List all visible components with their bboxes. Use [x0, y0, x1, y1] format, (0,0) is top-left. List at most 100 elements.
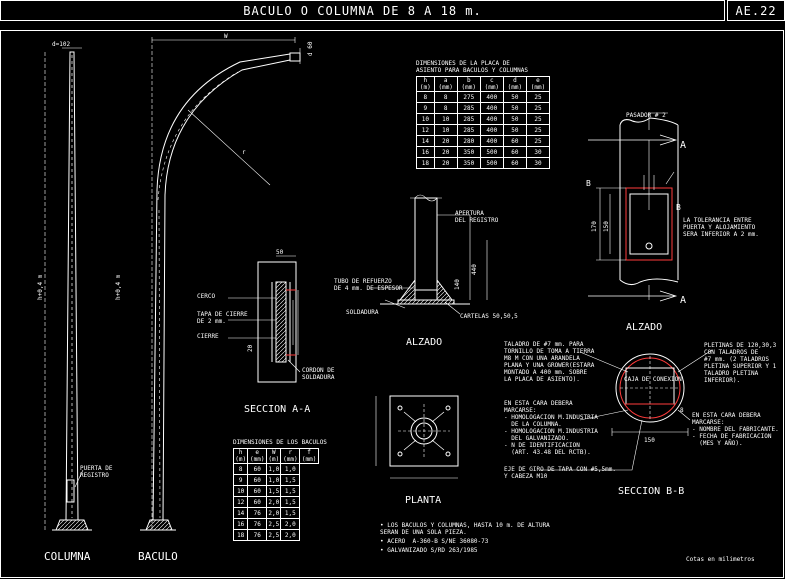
table-cell: 76	[247, 518, 268, 530]
table-cell: 14	[416, 135, 435, 147]
note-1: • LOS BACULOS Y COLUMNAS, HASTA 10 m. DE…	[380, 522, 550, 536]
dim-440: 440	[471, 264, 478, 275]
pletinas-note: PLETINAS DE 120,30,3 CON TALADROS DE #7 …	[704, 342, 777, 384]
puerta-line-2: REGISTRO	[80, 472, 109, 479]
table-cell: 16	[232, 518, 249, 530]
table-cell: 60	[502, 157, 527, 169]
table-cell: 18	[232, 529, 249, 541]
table-cell: 400	[479, 135, 504, 147]
table-cell: 2,5	[266, 529, 282, 541]
tol-line-2: PUERTA Y ALOJAMIENTO	[683, 224, 756, 231]
cartelas-label: CARTELAS 50,50,5	[460, 313, 518, 320]
table-cell: 275	[456, 91, 481, 103]
table-cell: 2,0	[266, 507, 282, 519]
table-cell: 30	[525, 157, 551, 169]
table-cell: 50	[502, 91, 527, 103]
table-header-cell: d(mm)	[502, 76, 527, 92]
table-cell: 18	[416, 157, 435, 169]
marcar-izq-note: EN ESTA CARA DEBERA MARCARSE: - HOMOLOGA…	[504, 400, 598, 456]
general-notes: • LOS BACULOS Y COLUMNAS, HASTA 10 m. DE…	[380, 522, 550, 554]
table-cell: 8	[433, 102, 458, 114]
baculo-table-caption: DIMENSIONES DE LOS BACULOS	[233, 439, 327, 446]
section-a-bottom: A	[680, 295, 686, 306]
table-cell: 2,0	[280, 518, 301, 530]
table-cell: 1,5	[266, 485, 282, 497]
table-cell: 500	[479, 146, 504, 158]
drawing-title: BACULO O COLUMNA DE 8 A 18 m.	[243, 3, 482, 18]
table-cell: 1,0	[266, 474, 282, 486]
table-header-cell: a(mm)	[433, 76, 458, 92]
table-cell: 1,5	[280, 485, 301, 497]
soldadura-label: SOLDADURA	[346, 309, 379, 316]
table-cell: 12	[232, 496, 249, 508]
table-cell: 76	[247, 507, 268, 519]
dim-150-alzado: 150	[603, 221, 610, 232]
tol-line-3: SERA INFERIOR A 2 mm.	[683, 231, 759, 238]
drawing-frame	[0, 30, 784, 578]
view-title-alzado-1: ALZADO	[406, 337, 442, 348]
table-cell: 9	[232, 474, 249, 486]
table-cell: 8	[232, 463, 249, 475]
section-a-top: A	[680, 140, 686, 151]
table-cell: 25	[525, 91, 551, 103]
table-cell: 400	[479, 91, 504, 103]
tapa-line-1: TAPA DE CIERRE	[197, 311, 248, 318]
table-cell: 25	[525, 124, 551, 136]
table-header-cell: f(mm)	[299, 448, 319, 464]
table-cell: 76	[247, 529, 268, 541]
dim-140: 140	[454, 279, 461, 290]
table-cell: 400	[479, 124, 504, 136]
table-cell: 350	[456, 146, 481, 158]
view-title-columna: COLUMNA	[44, 550, 91, 563]
table-cell: 10	[433, 113, 458, 125]
eje-giro-note: EJE DE GIRO DE TAPA CON #5,5mm. Y CABEZA…	[504, 466, 616, 480]
note-1-text: LOS BACULOS Y COLUMNAS, HASTA 10 m. DE A…	[380, 522, 550, 536]
seccion-aa-drawing	[228, 255, 301, 383]
table-cell: 500	[479, 157, 504, 169]
dim-h-baculo: h+0,4 m	[115, 274, 122, 300]
section-b-top: B	[586, 179, 591, 188]
cierre-label: CIERRE	[197, 333, 219, 340]
dim-20: 20	[247, 344, 254, 352]
alzado-base-drawing	[370, 194, 488, 315]
table-cell: 1,5	[280, 507, 301, 519]
table-cell: 14	[232, 507, 249, 519]
table-header-row: h(m)e(mm)W(m)r(mm)f(mm)	[232, 448, 319, 464]
table-header-cell: r(mm)	[280, 448, 301, 464]
table-cell: 285	[456, 113, 481, 125]
view-title-seccion-bb: SECCION B-B	[618, 486, 684, 497]
columna-elevation	[44, 47, 92, 531]
puerta-line-1: PUERTA DE	[80, 465, 113, 472]
view-title-baculo: BACULO	[138, 550, 178, 563]
note-2-text: ACERO A-360-B S/NE 36080-73	[387, 538, 489, 545]
dim-d60: d 60	[307, 41, 314, 56]
table-cell: 285	[456, 102, 481, 114]
dim-150-bb: 150	[644, 437, 655, 444]
dim-h-columna: h+0,4 m	[37, 274, 44, 300]
apertura-line-2: DEL REGISTRO	[455, 217, 499, 224]
table-cell: 50	[502, 113, 527, 125]
table-cell: 60	[247, 485, 268, 497]
table-cell: 50	[502, 124, 527, 136]
table-cell: 2,0	[280, 529, 301, 541]
table-cell: 2,5	[266, 518, 282, 530]
tubo-line-1: TUBO DE REFUERZO	[334, 278, 392, 285]
section-b-bottom: B	[676, 203, 681, 212]
seccion-bb-drawing	[540, 349, 713, 471]
